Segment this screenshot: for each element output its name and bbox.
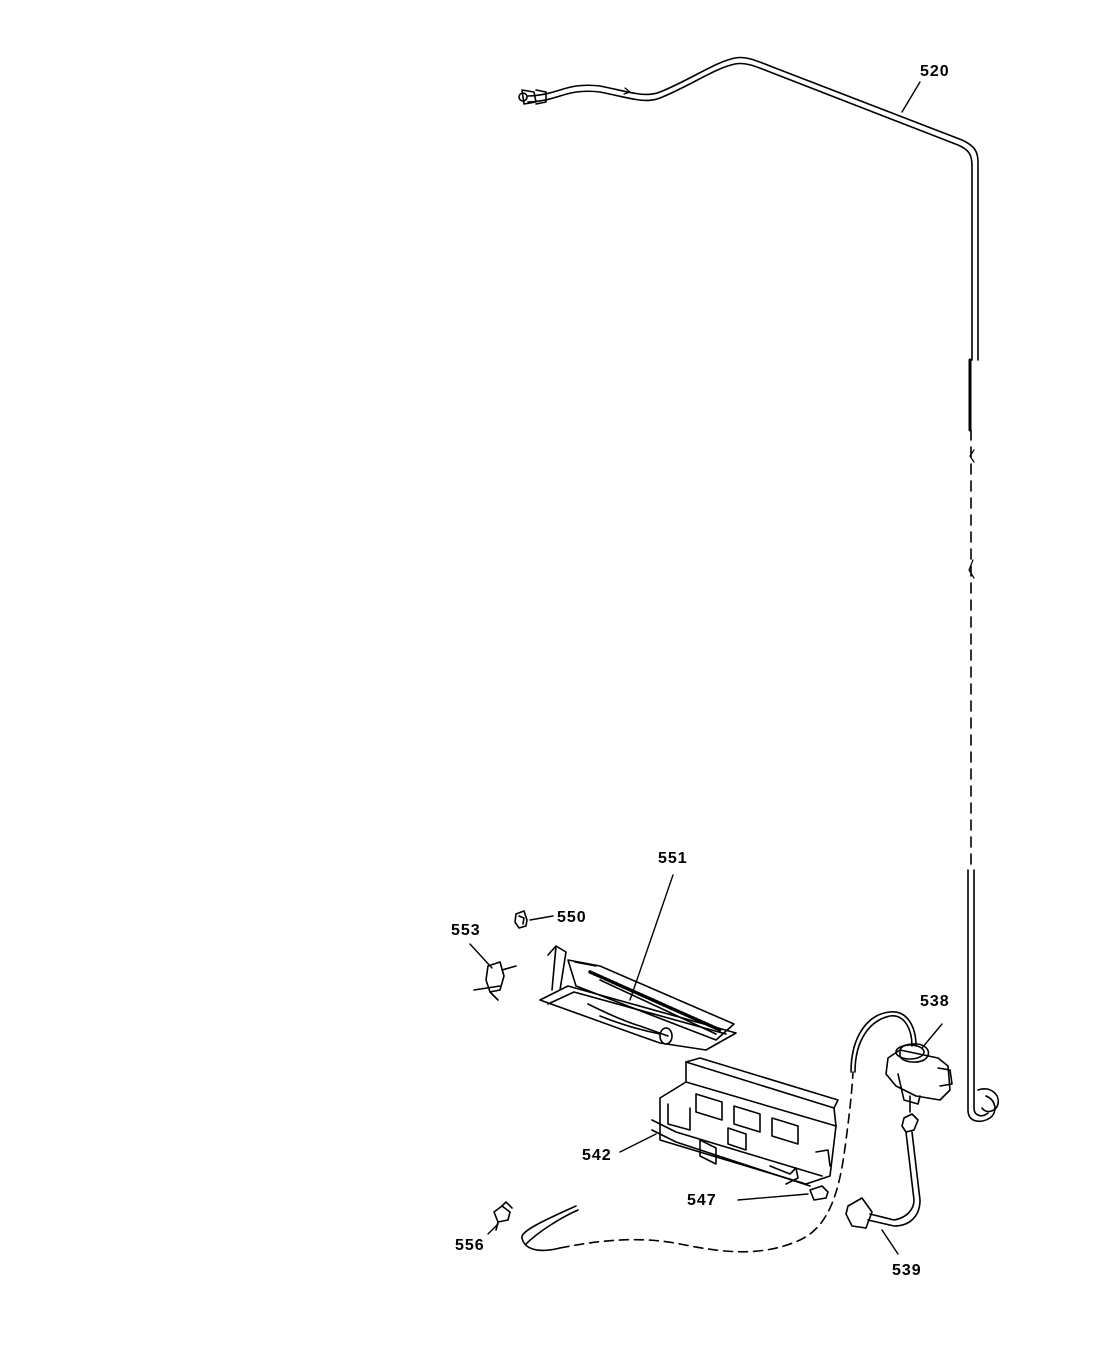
part-550-clip xyxy=(514,910,554,929)
label-553: 553 xyxy=(451,922,481,939)
label-520: 520 xyxy=(920,63,950,80)
label-542: 542 xyxy=(582,1147,612,1164)
label-551: 551 xyxy=(658,850,688,867)
part-556-clip xyxy=(487,1201,513,1235)
part-542-burner-box xyxy=(619,1057,839,1187)
part-551-burner xyxy=(539,874,737,1051)
label-547: 547 xyxy=(687,1192,717,1209)
part-547-orifice xyxy=(737,1185,829,1201)
label-556: 556 xyxy=(455,1237,485,1254)
label-539: 539 xyxy=(892,1262,922,1279)
part-520-gas-tube xyxy=(518,56,1000,1123)
label-550: 550 xyxy=(557,909,587,926)
part-538-valve xyxy=(850,1011,953,1113)
label-538: 538 xyxy=(920,993,950,1010)
sensing-bulb-capillary xyxy=(521,1071,854,1253)
part-539-tube xyxy=(845,1113,921,1255)
part-553-igniter xyxy=(469,943,517,1001)
